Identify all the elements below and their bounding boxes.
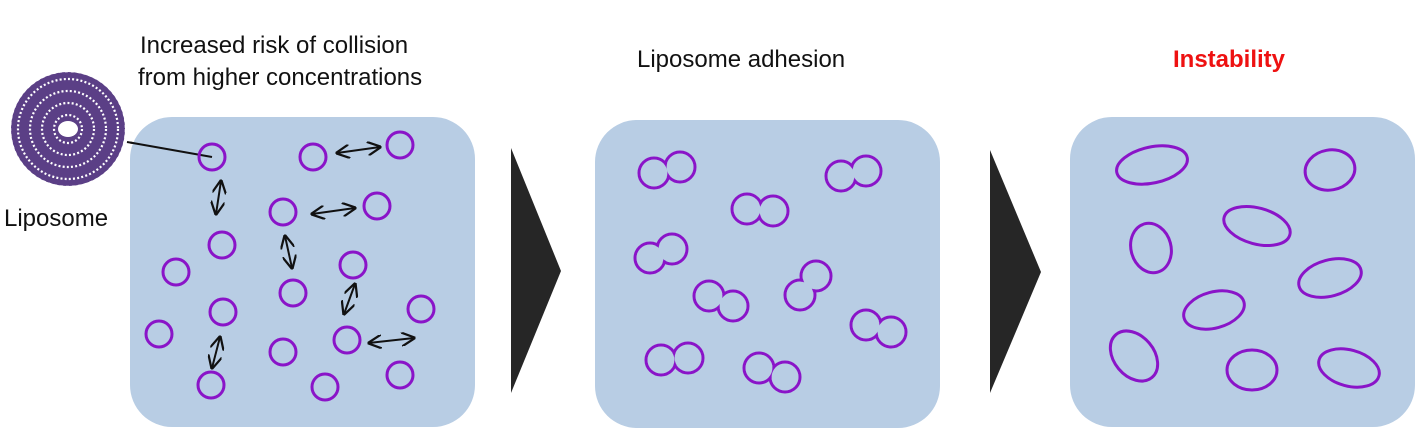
adhered-pair [824,154,883,193]
deformed-liposome [1303,148,1357,192]
liposome [268,337,298,367]
double-arrow-icon [212,337,220,368]
liposome [268,197,298,227]
deformed-liposome [1222,205,1292,247]
adhered-pair [849,308,908,349]
bilayer-ring [40,101,96,157]
liposome [298,142,328,172]
deformed-liposome [1108,329,1160,383]
collision-arrows [212,147,414,368]
liposome [144,319,174,349]
double-arrow-icon [337,147,380,153]
double-arrow-icon [285,236,292,268]
chevron-right-icon [511,148,561,393]
liposome [406,294,436,324]
adhered-liposome-pairs [633,150,908,394]
liposome [197,142,227,172]
double-arrow-icon [369,338,414,343]
deformed-liposome [1317,347,1381,389]
stage-1-title-line-1: Increased risk of collision [140,32,408,59]
liposome [332,325,362,355]
multilamellar-liposome-icon [8,69,128,189]
deformed-liposome [1182,289,1246,331]
free-liposomes [144,130,436,402]
stage-2: Liposome adhesion [595,46,940,428]
liposome [385,360,415,390]
stage-1: Increased risk of collision from higher … [4,32,475,427]
liposome [196,370,226,400]
bilayer-ring [52,113,84,145]
deformed-liposome [1297,257,1363,299]
liposome [310,372,340,402]
bilayer-ring [28,89,108,169]
stage-2-title: Liposome adhesion [637,46,845,73]
stage-1-title-line-2: from higher concentrations [138,64,422,91]
liposome [385,130,415,160]
double-arrow-icon [312,208,355,214]
adhered-pair [730,192,790,228]
liposome-outer-edge [8,69,128,189]
adhered-pair [633,232,689,275]
liposome [338,250,368,280]
stage-3: Instability [1070,46,1415,427]
liposome [208,297,238,327]
liposome [161,257,191,287]
bilayer-ring [16,77,120,181]
deformed-liposomes [1108,144,1381,392]
double-arrow-icon [216,181,221,214]
liposome [278,278,308,308]
deformed-liposome [1129,221,1173,275]
stage-3-title: Instability [1173,46,1286,73]
liposome-core [58,121,78,137]
liposome-label: Liposome [4,205,108,232]
liposome [362,191,392,221]
chevron-right-icon [990,150,1041,393]
deformed-liposome [1115,144,1189,186]
adhered-pair [637,150,697,190]
adhered-pair [644,341,705,377]
adhered-pair [692,279,750,323]
double-arrow-icon [344,284,355,314]
adhered-pair [742,351,802,394]
deformed-liposome [1225,348,1279,392]
stage-3-panel [1070,117,1415,427]
adhered-pair [783,259,833,312]
liposome [207,230,237,260]
